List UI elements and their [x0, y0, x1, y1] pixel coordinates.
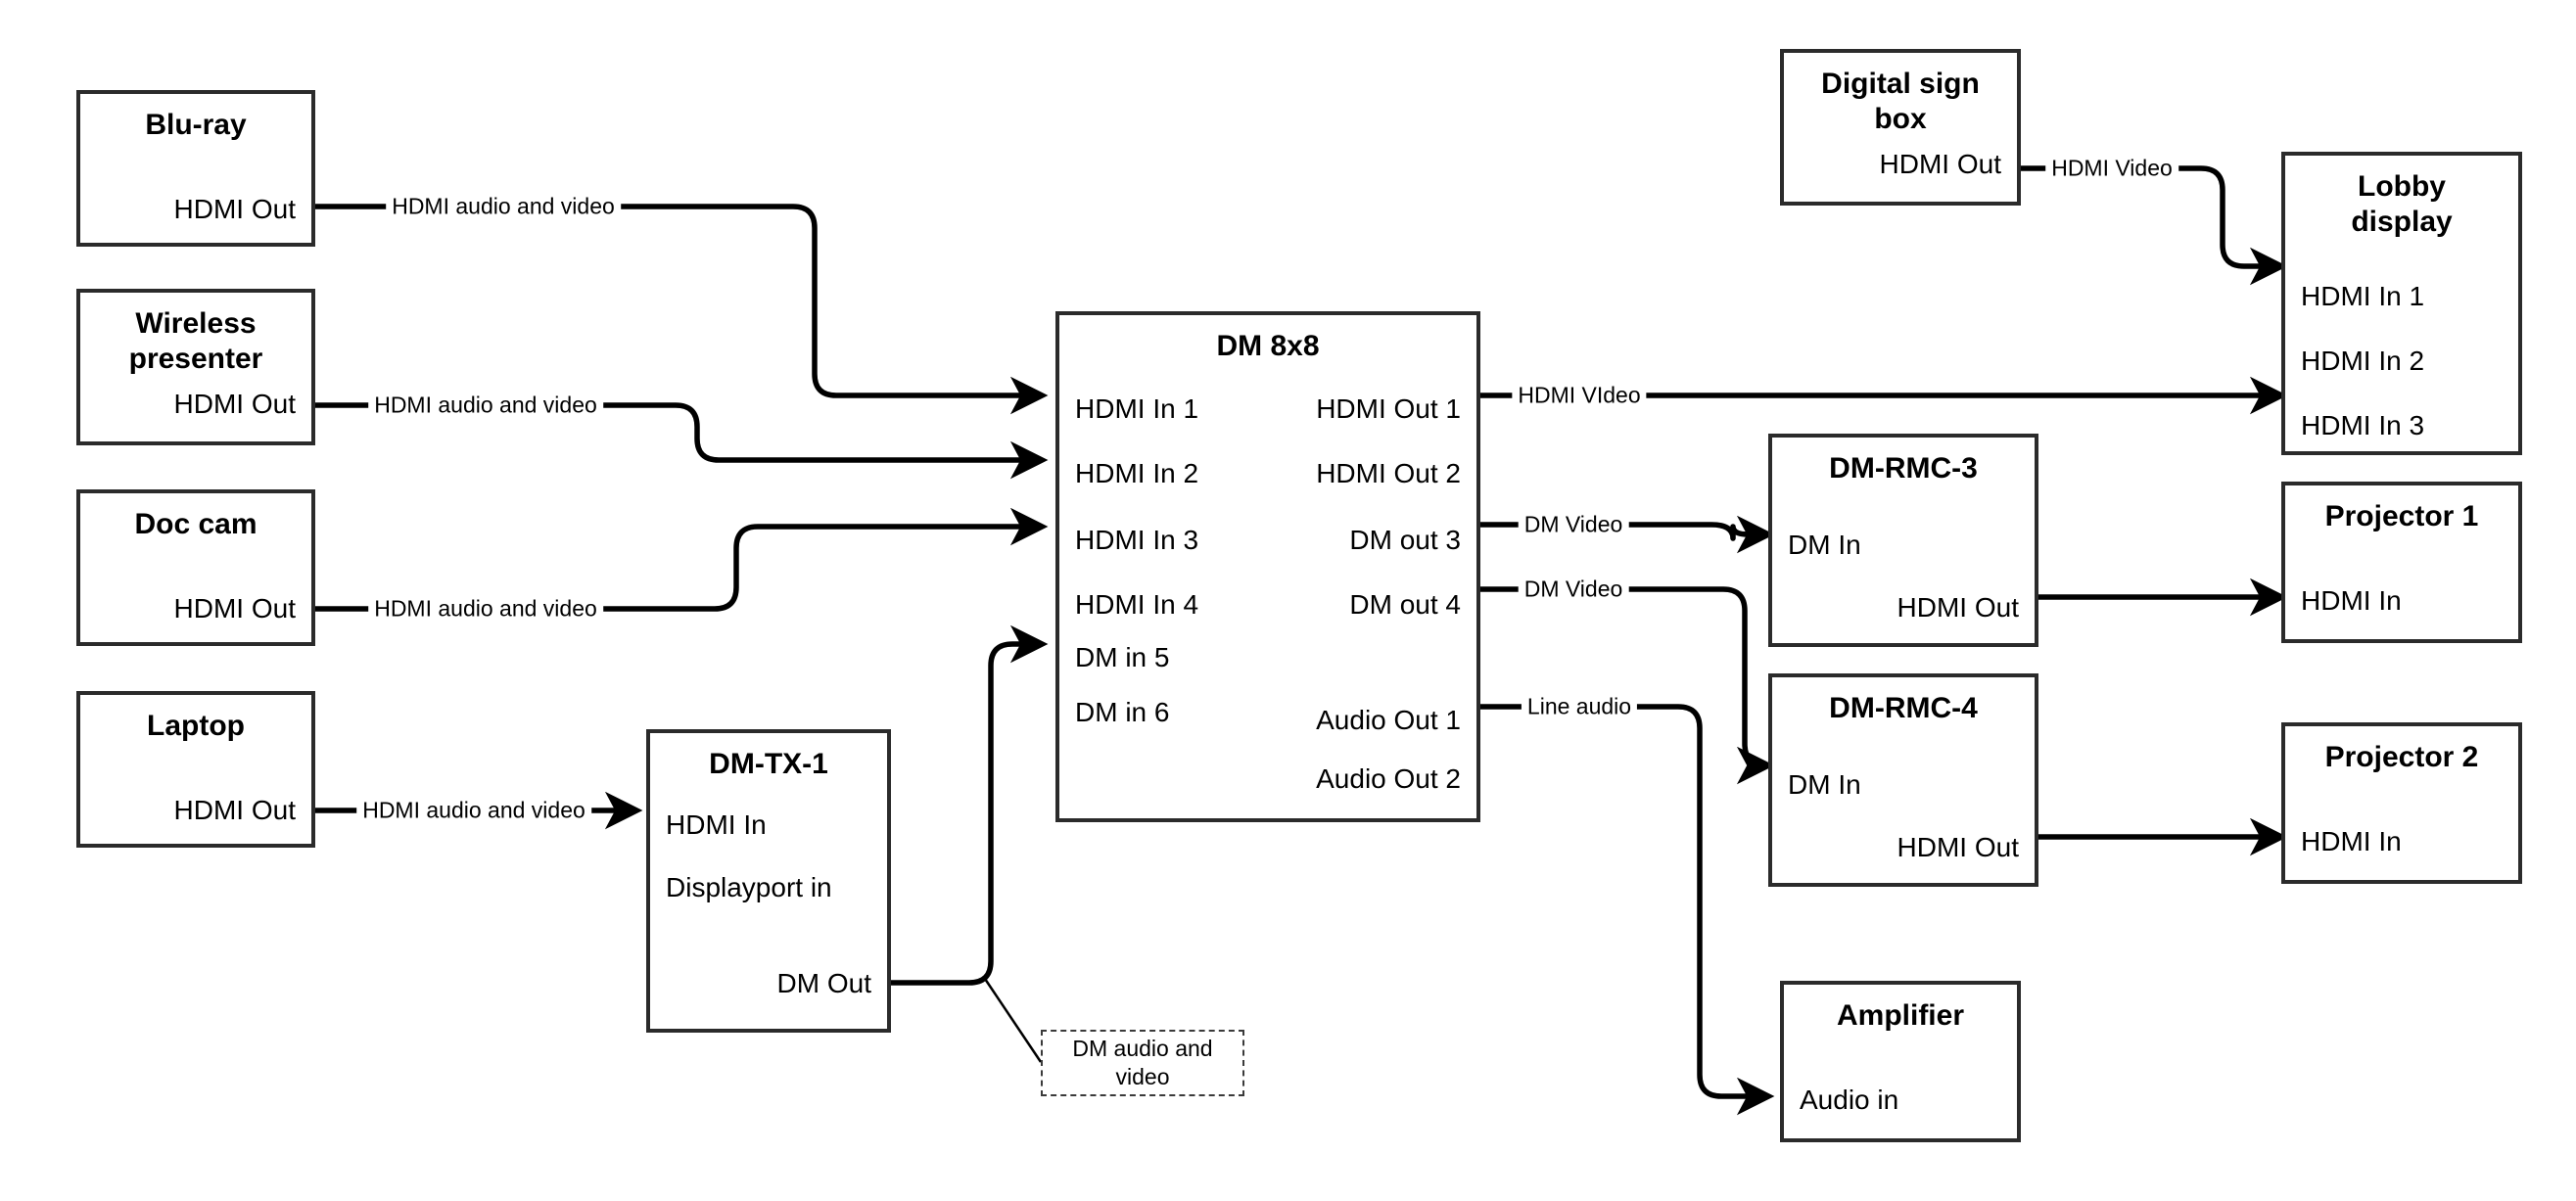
node-dm-8x8-title: DM 8x8 [1216, 330, 1320, 362]
node-projector-1[interactable]: Projector 1 HDMI In [2281, 482, 2522, 643]
port-dmrmc4-hdmi-out[interactable]: HDMI Out [1897, 832, 2019, 862]
node-dm-8x8-ports: HDMI In 1 HDMI In 2 HDMI In 3 HDMI In 4 … [1059, 364, 1476, 818]
port-doccam-hdmi-out[interactable]: HDMI Out [173, 593, 296, 624]
node-wireless-presenter-ports: HDMI Out [80, 377, 311, 441]
wire-label-audioout1: Line audio [1521, 693, 1638, 720]
node-dm-8x8[interactable]: DM 8x8 HDMI In 1 HDMI In 2 HDMI In 3 HDM… [1055, 311, 1480, 822]
node-dm-rmc-4-ports: DM In HDMI Out [1772, 726, 2035, 883]
wire-dm8x8-to-amplifier [1480, 704, 1775, 1116]
node-projector-2-title: Projector 2 [2324, 741, 2479, 773]
port-amplifier-audio-in[interactable]: Audio in [1800, 1085, 1899, 1115]
wire-label-dmout3: DM Video [1518, 511, 1629, 538]
node-dm-rmc-3-title: DM-RMC-3 [1829, 452, 1978, 485]
node-dm-rmc-3-ports: DM In HDMI Out [1772, 486, 2035, 643]
node-dm-rmc-4[interactable]: DM-RMC-4 DM In HDMI Out [1768, 673, 2038, 887]
port-lobby-hdmi-in-2[interactable]: HDMI In 2 [2301, 346, 2425, 376]
wire-digitalsign-to-lobby [2020, 165, 2288, 286]
wire-bluray-to-dm8x8 [315, 204, 1049, 415]
node-dm-tx-1-ports: HDMI In Displayport in DM Out [650, 782, 887, 1029]
node-wireless-presenter-title: Wireless presenter [128, 307, 263, 375]
port-dmtx1-displayport-in[interactable]: Displayport in [666, 872, 832, 902]
port-dmtx1-dm-out[interactable]: DM Out [776, 968, 871, 998]
wire-dmtx1-to-dm8x8 [891, 624, 1049, 986]
node-doc-cam[interactable]: Doc cam HDMI Out [76, 489, 315, 646]
wire-label-hdmiout1: HDMI VIdeo [1512, 382, 1647, 409]
port-lobby-hdmi-in-3[interactable]: HDMI In 3 [2301, 410, 2425, 440]
port-dm8x8-dm-in-6[interactable]: DM in 6 [1075, 697, 1170, 727]
node-amplifier-ports: Audio in [1784, 1034, 2017, 1138]
node-wireless-presenter[interactable]: Wireless presenter HDMI Out [76, 289, 315, 445]
port-dm8x8-hdmi-out-1[interactable]: HDMI Out 1 [1316, 393, 1461, 424]
wire-label-wireless: HDMI audio and video [368, 392, 603, 419]
note-dm-audio-and-video: DM audio and video [1041, 1030, 1244, 1096]
port-dm8x8-hdmi-in-4[interactable]: HDMI In 4 [1075, 589, 1199, 620]
node-digital-sign-box-ports: HDMI Out [1784, 137, 2017, 202]
node-bluray-title: Blu-ray [145, 109, 247, 141]
node-bluray-ports: HDMI Out [80, 143, 311, 243]
node-doc-cam-title: Doc cam [134, 508, 258, 540]
node-laptop-ports: HDMI Out [80, 744, 311, 844]
node-laptop-title: Laptop [147, 710, 245, 742]
node-lobby-display-ports: HDMI In 1 HDMI In 2 HDMI In 3 [2285, 240, 2518, 451]
port-projector2-hdmi-in[interactable]: HDMI In [2301, 826, 2402, 856]
node-amplifier[interactable]: Amplifier Audio in [1780, 981, 2021, 1142]
port-projector1-hdmi-in[interactable]: HDMI In [2301, 585, 2402, 616]
wire-label-doccam: HDMI audio and video [368, 595, 603, 623]
node-dm-tx-1-title: DM-TX-1 [709, 748, 828, 780]
wire-label-bluray: HDMI audio and video [386, 193, 621, 220]
node-dm-rmc-3[interactable]: DM-RMC-3 DM In HDMI Out [1768, 434, 2038, 647]
port-dmtx1-hdmi-in[interactable]: HDMI In [666, 809, 767, 840]
port-dm8x8-dm-out-4[interactable]: DM out 4 [1349, 589, 1461, 620]
node-doc-cam-ports: HDMI Out [80, 542, 311, 642]
port-wireless-hdmi-out[interactable]: HDMI Out [173, 389, 296, 419]
port-dm8x8-audio-out-1[interactable]: Audio Out 1 [1316, 705, 1461, 735]
port-dm8x8-hdmi-out-2[interactable]: HDMI Out 2 [1316, 458, 1461, 488]
port-dm8x8-hdmi-in-3[interactable]: HDMI In 3 [1075, 525, 1199, 555]
port-dmrmc3-hdmi-out[interactable]: HDMI Out [1897, 592, 2019, 623]
port-dm8x8-dm-out-3[interactable]: DM out 3 [1349, 525, 1461, 555]
port-digitalsign-hdmi-out[interactable]: HDMI Out [1879, 149, 2001, 179]
node-projector-2-ports: HDMI In [2285, 775, 2518, 880]
port-dm8x8-hdmi-in-2[interactable]: HDMI In 2 [1075, 458, 1199, 488]
port-dm8x8-dm-in-5[interactable]: DM in 5 [1075, 642, 1170, 672]
port-dmrmc4-dm-in[interactable]: DM In [1788, 769, 1861, 800]
port-bluray-hdmi-out[interactable]: HDMI Out [173, 194, 296, 224]
node-dm-tx-1[interactable]: DM-TX-1 HDMI In Displayport in DM Out [646, 729, 891, 1033]
wire-label-digitalsign: HDMI Video [2045, 155, 2178, 182]
wire-label-laptop: HDMI audio and video [356, 797, 591, 824]
node-projector-1-ports: HDMI In [2285, 534, 2518, 639]
node-lobby-display-title: Lobby display [2351, 170, 2453, 238]
node-dm-rmc-4-title: DM-RMC-4 [1829, 692, 1978, 724]
port-dm8x8-audio-out-2[interactable]: Audio Out 2 [1316, 763, 1461, 794]
node-projector-2[interactable]: Projector 2 HDMI In [2281, 722, 2522, 884]
port-laptop-hdmi-out[interactable]: HDMI Out [173, 795, 296, 825]
node-projector-1-title: Projector 1 [2324, 500, 2479, 532]
node-digital-sign-box[interactable]: Digital sign box HDMI Out [1780, 49, 2021, 206]
note-leader-line [983, 978, 1043, 1063]
node-digital-sign-box-title: Digital sign box [1821, 68, 1980, 135]
port-dmrmc3-dm-in[interactable]: DM In [1788, 530, 1861, 560]
wire-label-dmout4: DM Video [1518, 576, 1629, 603]
wire-dm8x8-to-dmrmc4 [1480, 586, 1775, 785]
node-laptop[interactable]: Laptop HDMI Out [76, 691, 315, 848]
node-amplifier-title: Amplifier [1836, 999, 1965, 1032]
node-bluray[interactable]: Blu-ray HDMI Out [76, 90, 315, 247]
node-lobby-display[interactable]: Lobby display HDMI In 1 HDMI In 2 HDMI I… [2281, 152, 2522, 455]
port-lobby-hdmi-in-1[interactable]: HDMI In 1 [2301, 281, 2425, 311]
port-dm8x8-hdmi-in-1[interactable]: HDMI In 1 [1075, 393, 1199, 424]
